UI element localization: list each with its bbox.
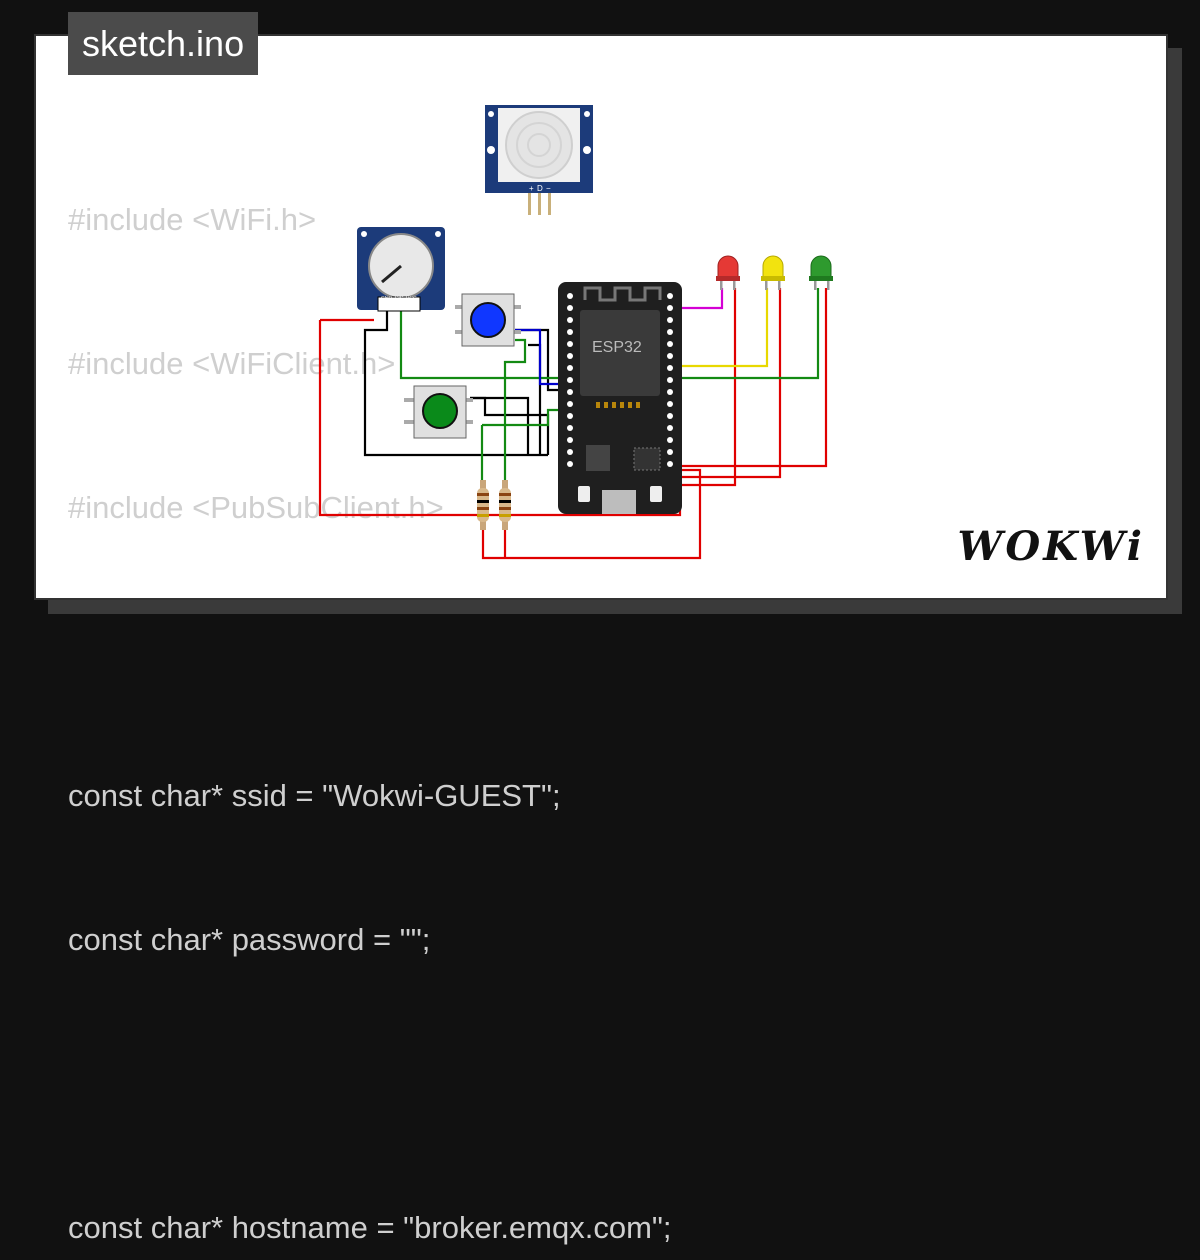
code-line: const char* password = ""; — [68, 922, 431, 957]
wire-red — [680, 288, 782, 479]
pir-pin-label: + — [529, 184, 534, 193]
wire-black — [528, 343, 542, 455]
code-line — [68, 628, 672, 676]
push-button-green[interactable] — [404, 385, 473, 439]
wire-red — [680, 288, 828, 468]
wires — [318, 288, 828, 560]
wire-yellow — [680, 288, 769, 368]
esp32-board[interactable]: ESP32 — [558, 282, 682, 514]
pir-pin-label: D — [537, 184, 543, 193]
wire-red — [318, 320, 702, 560]
code-line: #include <WiFi.h> — [68, 202, 317, 237]
push-button-blue[interactable] — [455, 293, 521, 347]
wire-magenta — [680, 288, 724, 310]
pot-pin-label: VCC — [406, 296, 417, 302]
code-line: const char* ssid = "Wokwi-GUEST"; — [68, 778, 561, 813]
code-line: #include <PubSubClient.h> — [68, 490, 444, 525]
pir-pin-label: − — [546, 184, 551, 193]
resistor[interactable] — [477, 480, 489, 530]
pot-pin-label: GND — [381, 296, 393, 302]
resistor[interactable] — [499, 480, 511, 530]
wire-green — [680, 288, 820, 380]
code-line: #include <WiFiClient.h> — [68, 346, 396, 381]
filename-tab[interactable]: sketch.ino — [68, 12, 259, 75]
led-red[interactable] — [716, 255, 740, 290]
pir-sensor[interactable]: + D − — [485, 105, 593, 215]
code-line — [68, 1060, 672, 1108]
wire-red — [680, 288, 737, 487]
wire-green — [503, 338, 527, 480]
led-green[interactable] — [809, 255, 833, 290]
esp32-chip-label: ESP32 — [592, 339, 642, 356]
circuit-diagram: + D − GND SIG VCC — [318, 105, 833, 560]
wire-green — [482, 408, 558, 427]
pot-pin-label: SIG — [395, 296, 404, 302]
wokwi-logo: WOKWi — [957, 523, 1145, 570]
potentiometer[interactable]: GND SIG VCC — [357, 227, 445, 312]
wire-blue — [515, 328, 558, 386]
code-line: const char* hostname = "broker.emqx.com"… — [68, 1210, 672, 1245]
wire-black — [363, 310, 548, 457]
led-yellow[interactable] — [761, 255, 785, 290]
wire-black — [470, 396, 530, 455]
